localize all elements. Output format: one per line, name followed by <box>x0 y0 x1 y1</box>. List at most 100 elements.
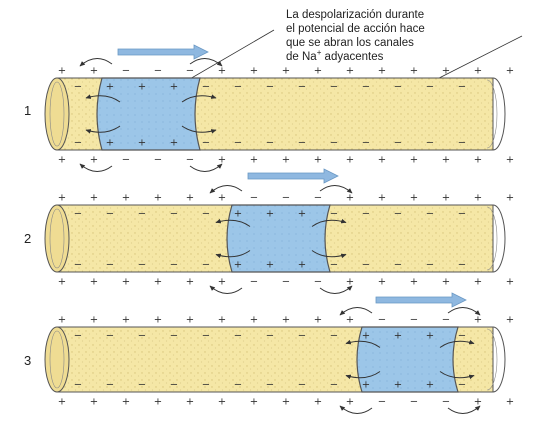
outer-charge-bottom: + <box>58 277 66 288</box>
inner-charge-bottom: − <box>458 260 466 271</box>
inner-charge-top: − <box>298 331 306 342</box>
outer-charge-bottom: + <box>218 277 226 288</box>
inner-charge-bottom: + <box>298 260 306 271</box>
inner-charge-bottom: − <box>234 138 242 149</box>
axon-left-end <box>44 204 70 273</box>
axon-rows: ++++−−−−−−++++++++++++++++++++−−++++++−−… <box>44 44 514 414</box>
inner-charge-top: − <box>458 209 466 220</box>
current-arrow-inner <box>311 218 347 227</box>
outer-charge-top: + <box>154 315 162 326</box>
outer-charge-top: + <box>58 193 66 204</box>
outer-charge-bottom: − <box>154 155 162 166</box>
inner-charge-top: − <box>170 209 178 220</box>
outer-charge-bottom: + <box>282 155 290 166</box>
propagation-direction-arrow <box>117 44 209 60</box>
inner-charge-top: − <box>362 82 370 93</box>
axon-left-end-inner <box>49 208 65 269</box>
current-arrow-inner <box>311 250 347 259</box>
axon-right-end <box>492 204 506 273</box>
axon-left-end-inner <box>49 330 65 389</box>
outer-charge-top: − <box>250 193 258 204</box>
outer-charge-top: + <box>122 193 130 204</box>
current-arrow-outer <box>319 185 353 194</box>
outer-charge-bottom: + <box>506 397 514 408</box>
inner-charge-top: + <box>266 209 274 220</box>
inner-charge-top: − <box>426 209 434 220</box>
axon-left-end-inner <box>49 81 65 147</box>
row-label-3: 3 <box>24 353 31 368</box>
inner-charge-top: + <box>298 209 306 220</box>
outer-charge-top: + <box>506 315 514 326</box>
inner-charge-bottom: − <box>74 260 82 271</box>
inner-charge-bottom: + <box>106 138 114 149</box>
inner-charge-bottom: − <box>266 138 274 149</box>
inner-charge-top: − <box>234 82 242 93</box>
outer-charge-top: + <box>442 193 450 204</box>
caption-line-4: de Na+ adyacentes <box>286 48 384 63</box>
outer-charge-bottom: + <box>442 155 450 166</box>
caption-line-2: el potencial de acción hace <box>286 23 425 35</box>
outer-charge-top: + <box>442 66 450 77</box>
depolarized-region <box>356 326 459 393</box>
outer-charge-top: + <box>250 66 258 77</box>
outer-charge-top: + <box>186 193 194 204</box>
caption-line-3: que se abran los canales <box>286 37 414 49</box>
outer-charge-top: + <box>378 66 386 77</box>
inner-charge-bottom: − <box>330 380 338 391</box>
outer-charge-bottom: + <box>250 155 258 166</box>
depolarized-region <box>226 204 331 273</box>
inner-charge-bottom: − <box>234 380 242 391</box>
inner-charge-bottom: − <box>202 380 210 391</box>
inner-charge-bottom: + <box>266 260 274 271</box>
current-arrow-inner <box>181 125 217 134</box>
caption: La despolarización durante el potencial … <box>286 9 425 63</box>
outer-charge-bottom: + <box>506 155 514 166</box>
inner-charge-bottom: − <box>362 138 370 149</box>
axon-row-1: ++++−−−−−−++++++++++++++++++++−−++++++−−… <box>44 44 514 172</box>
outer-charge-bottom: + <box>474 277 482 288</box>
inner-charge-top: + <box>234 209 242 220</box>
outer-charge-bottom: + <box>346 397 354 408</box>
current-arrow-inner <box>215 250 251 259</box>
inner-charge-bottom: − <box>458 138 466 149</box>
outer-charge-bottom: + <box>58 397 66 408</box>
inner-charge-top: + <box>394 331 402 342</box>
outer-charge-top: + <box>218 193 226 204</box>
current-arrow-outer <box>339 307 373 316</box>
inner-charge-bottom: − <box>394 260 402 271</box>
outer-charge-top: + <box>154 193 162 204</box>
axon-right-end <box>492 326 506 393</box>
outer-charge-top: + <box>346 193 354 204</box>
current-arrow-inner <box>439 339 475 348</box>
outer-charge-top: + <box>474 193 482 204</box>
depolarized-region <box>96 77 201 151</box>
inner-charge-top: − <box>74 82 82 93</box>
inner-charge-top: − <box>362 209 370 220</box>
inner-charge-bottom: + <box>234 260 242 271</box>
axon-row-2: ++++++++++++−−−−−−++++++++++++−−−−−−−−−−… <box>44 168 514 294</box>
current-arrow-outer <box>189 163 223 172</box>
outer-charge-bottom: + <box>186 397 194 408</box>
inner-charge-bottom: − <box>362 260 370 271</box>
inner-charge-bottom: − <box>138 380 146 391</box>
inner-charge-bottom: + <box>170 138 178 149</box>
current-arrow-inner <box>345 339 381 348</box>
outer-charge-bottom: + <box>410 155 418 166</box>
outer-charge-top: + <box>218 66 226 77</box>
caption-superscript: + <box>317 48 322 57</box>
inner-charge-top: − <box>106 331 114 342</box>
outer-charge-bottom: + <box>154 397 162 408</box>
axon-right-end-inner <box>486 328 498 391</box>
current-arrow-outer <box>447 307 481 316</box>
inner-charge-bottom: − <box>170 380 178 391</box>
outer-charge-top: + <box>346 66 354 77</box>
outer-charge-top: − <box>186 66 194 77</box>
inner-charge-bottom: − <box>298 138 306 149</box>
outer-charge-top: + <box>186 315 194 326</box>
inner-charge-bottom: − <box>74 138 82 149</box>
axon-right-end-inner <box>486 79 498 149</box>
outer-charge-bottom: + <box>90 277 98 288</box>
inner-charge-top: − <box>394 209 402 220</box>
outer-charge-bottom: + <box>90 397 98 408</box>
